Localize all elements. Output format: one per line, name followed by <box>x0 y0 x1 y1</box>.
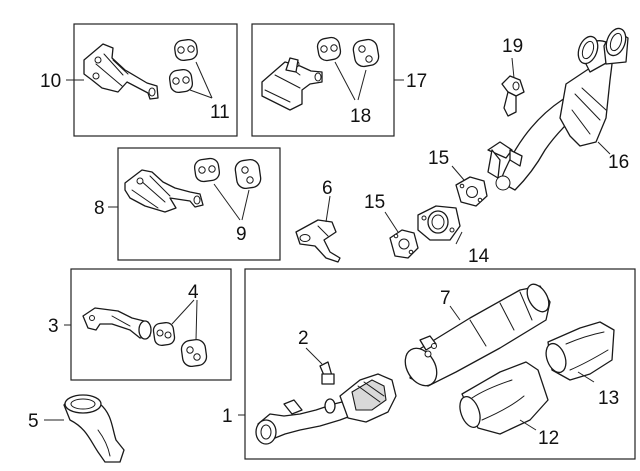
hanger-3 <box>82 307 152 340</box>
callout-15-upper: 15 <box>428 148 449 169</box>
group-box-8 <box>117 147 281 261</box>
callout-7: 7 <box>440 288 451 309</box>
rubber-insulator-18-right <box>352 38 380 68</box>
tailpipe-assembly-16 <box>487 27 629 191</box>
callout-10: 10 <box>40 71 61 92</box>
callout-4: 4 <box>188 282 199 303</box>
leader-4a <box>171 299 195 325</box>
hanger-bracket-8 <box>124 169 204 213</box>
bracket-6 <box>295 219 341 263</box>
gasket-15-right <box>455 176 488 207</box>
callout-15-lower: 15 <box>364 192 385 213</box>
leader-11a <box>195 61 213 99</box>
leader-13 <box>577 371 595 383</box>
rubber-insulator-9-right <box>234 158 262 190</box>
callout-17: 17 <box>406 71 427 92</box>
callout-19: 19 <box>502 36 523 57</box>
callout-18: 18 <box>350 106 371 127</box>
callout-3: 3 <box>48 316 59 337</box>
leader-18b <box>357 69 367 101</box>
callout-13: 13 <box>598 388 619 409</box>
pipe-elbow-5 <box>63 394 125 463</box>
callout-1: 1 <box>222 406 233 427</box>
leader-2 <box>305 347 323 365</box>
callout-12: 12 <box>538 428 559 449</box>
rubber-insulator-9-left <box>193 157 221 183</box>
hanger-19 <box>501 75 525 117</box>
callout-8: 8 <box>94 198 105 219</box>
muffler-7 <box>404 283 551 387</box>
callout-9: 9 <box>236 224 247 245</box>
leader-18a <box>334 61 356 101</box>
heat-shield-13 <box>545 321 615 381</box>
rubber-insulator-4-right <box>180 338 208 368</box>
leader-15b <box>451 165 465 181</box>
leader-9a <box>213 183 241 221</box>
heat-shield-12 <box>459 361 549 435</box>
callout-11: 11 <box>210 102 230 123</box>
leader-12 <box>519 419 537 431</box>
leader-11b <box>189 89 213 99</box>
oxygen-sensor-2 <box>319 361 335 385</box>
hanger-bracket-10 <box>83 43 159 100</box>
leader-14 <box>455 231 463 245</box>
leader-6 <box>325 195 331 223</box>
leader-16 <box>597 141 611 155</box>
callout-6: 6 <box>322 178 333 199</box>
rubber-insulator-11-upper <box>174 38 198 62</box>
rubber-insulator-4-left <box>152 321 176 347</box>
callout-5: 5 <box>28 411 39 432</box>
rubber-insulator-18-left <box>316 36 342 62</box>
leader-4b <box>195 299 198 341</box>
leader-9b <box>241 189 250 221</box>
group-box-1 <box>244 268 636 460</box>
leader-19 <box>511 57 515 79</box>
front-pipe-catalytic-converter <box>255 373 397 445</box>
rubber-insulator-11-lower <box>168 68 194 94</box>
callout-2: 2 <box>298 328 309 349</box>
flange-14 <box>417 205 461 241</box>
gasket-15-left <box>389 229 419 259</box>
callout-14: 14 <box>468 246 490 267</box>
callout-16: 16 <box>608 152 629 173</box>
hanger-bracket-17 <box>261 57 323 111</box>
leader-7 <box>449 305 461 321</box>
leader-15a <box>384 211 399 233</box>
